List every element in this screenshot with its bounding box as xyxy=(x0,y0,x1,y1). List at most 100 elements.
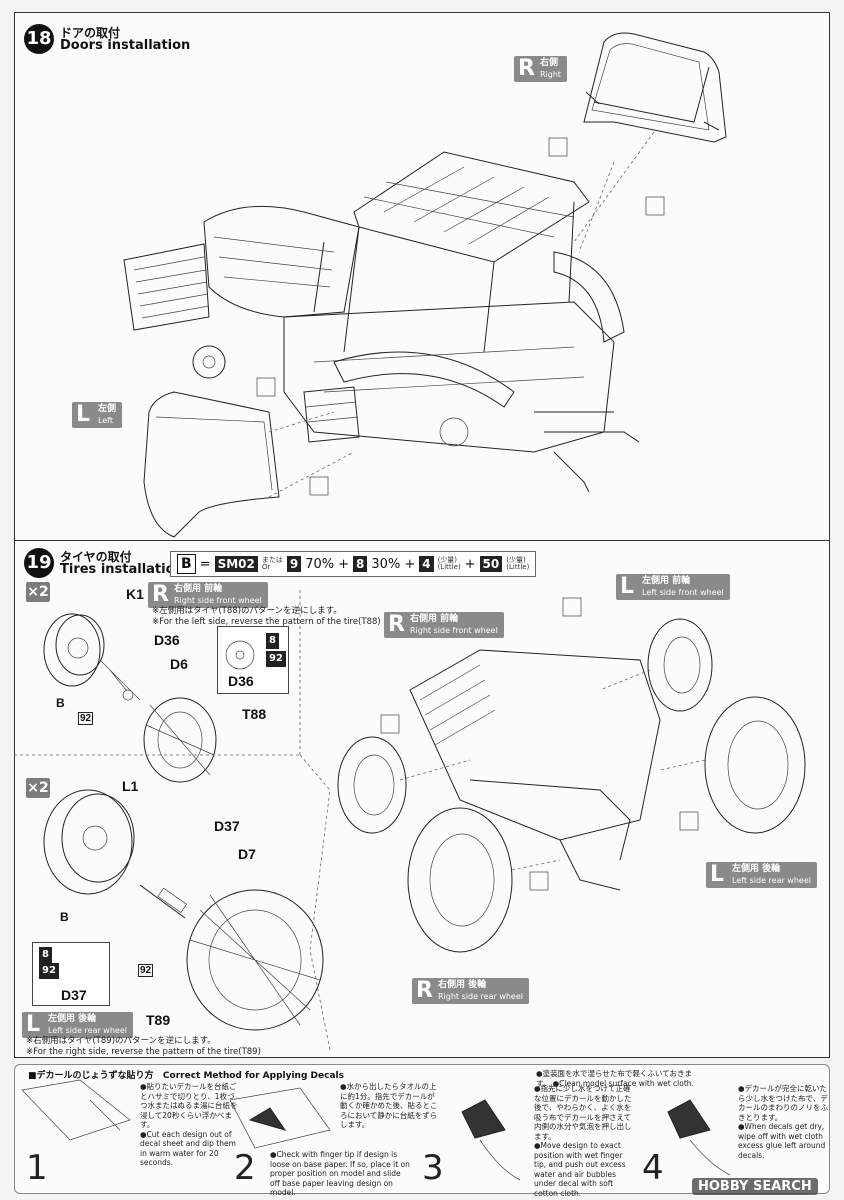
decal-step-1-en: ●Cut each design out of decal sheet and … xyxy=(140,1129,236,1168)
formula-b: B xyxy=(177,554,196,574)
alf-letter: L xyxy=(620,574,635,599)
formula-9: 9 xyxy=(286,556,302,572)
front-wheel-tag: R 右側用 前輪 Right side front wheel xyxy=(148,582,268,608)
decal-title-en: Correct Method for Applying Decals xyxy=(162,1071,344,1081)
alr-letter: L xyxy=(710,862,725,887)
assembly-tag-right-rear: R 右側用 後輪 Right side rear wheel xyxy=(412,978,529,1004)
fw-en: Right side front wheel xyxy=(174,596,262,605)
part-b-front: B xyxy=(56,696,65,710)
front-note-en: ※For the left side, reverse the pattern … xyxy=(152,617,381,627)
formula-plus-1: + xyxy=(338,556,350,572)
part-d36: D36 xyxy=(154,632,180,648)
part-d7: D7 xyxy=(238,846,256,862)
assembly-tag-right-front: R 右側用 前輪 Right side front wheel xyxy=(384,612,504,638)
fw-letter: R xyxy=(152,582,169,607)
decal-step-4-en: ●When decals get dry, wipe off with wet … xyxy=(738,1122,826,1160)
arf-letter: R xyxy=(388,612,405,637)
step19-title-jp: タイヤの取付 xyxy=(60,550,132,564)
rear-x2-badge: ×2 xyxy=(26,778,50,798)
instruction-frame xyxy=(14,12,830,1058)
right-en: Right xyxy=(540,70,562,79)
part-92-rear: 92 xyxy=(138,964,154,977)
rw-letter: L xyxy=(26,1012,41,1037)
alr-jp: 左側用 後輪 xyxy=(732,864,781,874)
arr-letter: R xyxy=(416,978,433,1003)
left-door-tag: L 左側 Left xyxy=(72,402,123,428)
formula-30: 30% xyxy=(371,556,401,572)
part-d6: D6 xyxy=(170,656,188,672)
left-jp: 左側 xyxy=(98,404,117,414)
left-en: Left xyxy=(98,416,114,425)
decal-step-2-jp: ●水から出したらタオルの上に約1分。指先でデカールが動くか確かめた後、貼るところ… xyxy=(340,1082,438,1129)
clean-note-en: ●Clean model surface with wet cloth. xyxy=(552,1078,694,1088)
part-k1: K1 xyxy=(126,586,144,602)
formula-little-1: (少量)(Little) xyxy=(437,556,461,571)
right-door-tag: R 右側 Right xyxy=(514,56,568,82)
step-number-19: 19 xyxy=(24,548,54,578)
decal-step-3-text: ●指先に少し水をつけて正確な位置にデカールを動かした後で、やわらかく、よく水を吸… xyxy=(534,1084,634,1198)
clean-note-jp: ●塗装面を水で湿らせた布で軽くふいておきます。 xyxy=(536,1069,692,1088)
callout-8-rear: 8 xyxy=(39,947,52,963)
decal-step-2-num: 2 xyxy=(234,1148,256,1188)
tractor-door-diagram xyxy=(123,32,727,538)
decal-step-2-text: ●水から出したらタオルの上に約1分。指先でデカールが動くか確かめた後、貼るところ… xyxy=(340,1082,440,1130)
part-l1: L1 xyxy=(122,778,139,794)
arf-jp: 右側用 前輪 xyxy=(410,614,459,624)
formula-70: 70% xyxy=(305,556,335,572)
clean-note: ●塗装面を水で湿らせた布で軽くふいておきます。 ●Clean model sur… xyxy=(536,1069,696,1088)
step18-title-jp: ドアの取付 xyxy=(60,26,121,40)
rear-note-jp: ※右側用はタイヤ(T89)のパターンを逆にします。 xyxy=(26,1036,216,1046)
rear-note-en: ※For the right side, reverse the pattern… xyxy=(26,1047,261,1057)
formula-little-2: (少量)(Little) xyxy=(506,556,530,571)
rear-note: ※右側用はタイヤ(T89)のパターンを逆にします。 ※For the right… xyxy=(26,1036,261,1058)
front-note-jp: ※左側用はタイヤ(T88)のパターンを逆にします。 xyxy=(152,606,342,616)
step-divider xyxy=(14,540,830,541)
callout-d36-label: D36 xyxy=(228,673,254,689)
arr-jp: 右側用 後輪 xyxy=(438,980,487,990)
decal-step-1-text: ●貼りたいデカールを台紙ごとハサミで切りとり、1枚づつ水またはぬるま湯に台紙を浸… xyxy=(140,1082,240,1168)
decal-step-4-jp: ●デカールが完全に乾いたら少し水をつけた布で、デカールのまわりのノリをふきとりま… xyxy=(738,1084,828,1122)
callout-d37-label: D37 xyxy=(61,987,87,1003)
callout-92-front: 92 xyxy=(266,651,286,667)
formula-4: 4 xyxy=(419,556,434,572)
right-letter: R xyxy=(518,56,535,81)
decal-step-3-num: 3 xyxy=(422,1148,444,1188)
decal-step-3-en: ●Move design to exact position with wet … xyxy=(534,1141,626,1198)
callout-8-front: 8 xyxy=(266,633,279,649)
alf-en: Left side front wheel xyxy=(642,588,724,597)
callout-92-rear: 92 xyxy=(39,963,59,979)
formula-8: 8 xyxy=(353,556,368,572)
decal-step-3-jp: ●指先に少し水をつけて正確な位置にデカールを動かした後で、やわらかく、よく水を吸… xyxy=(534,1084,632,1141)
rw-jp: 左側用 後輪 xyxy=(48,1014,97,1024)
fw-jp: 右側用 前輪 xyxy=(174,584,223,594)
front-x2-badge: ×2 xyxy=(26,582,50,602)
step18-title-en: Doors installation xyxy=(60,38,191,53)
formula-eq: = xyxy=(199,556,211,572)
part-t89: T89 xyxy=(146,1012,171,1028)
left-letter: L xyxy=(76,402,91,427)
rear-wheel-tag: L 左側用 後輪 Left side rear wheel xyxy=(22,1012,133,1038)
part-t88: T88 xyxy=(242,706,267,722)
arr-en: Right side rear wheel xyxy=(438,992,523,1001)
formula-sm02: SM02 xyxy=(214,556,258,572)
alf-jp: 左側用 前輪 xyxy=(642,576,691,586)
rw-en: Left side rear wheel xyxy=(48,1026,127,1035)
front-note: ※左側用はタイヤ(T88)のパターンを逆にします。 ※For the left … xyxy=(152,606,381,628)
part-92-front: 92 xyxy=(78,712,94,725)
arf-en: Right side front wheel xyxy=(410,626,498,635)
step19-title-en: Tires installation xyxy=(60,562,184,577)
decal-step-1-num: 1 xyxy=(26,1148,48,1188)
part-b-rear: B xyxy=(60,910,69,924)
assembly-tag-left-front: L 左側用 前輪 Left side front wheel xyxy=(616,574,730,600)
watermark-logo: HOBBY SEARCH xyxy=(692,1178,818,1195)
decal-title-jp: ■デカールのじょうずな貼り方 xyxy=(28,1071,154,1081)
part-d37: D37 xyxy=(214,818,240,834)
right-jp: 右側 xyxy=(540,58,559,68)
formula-plus-2: + xyxy=(404,556,416,572)
formula-50: 50 xyxy=(479,556,503,572)
step-number-18: 18 xyxy=(24,24,54,54)
alr-en: Left side rear wheel xyxy=(732,876,811,885)
